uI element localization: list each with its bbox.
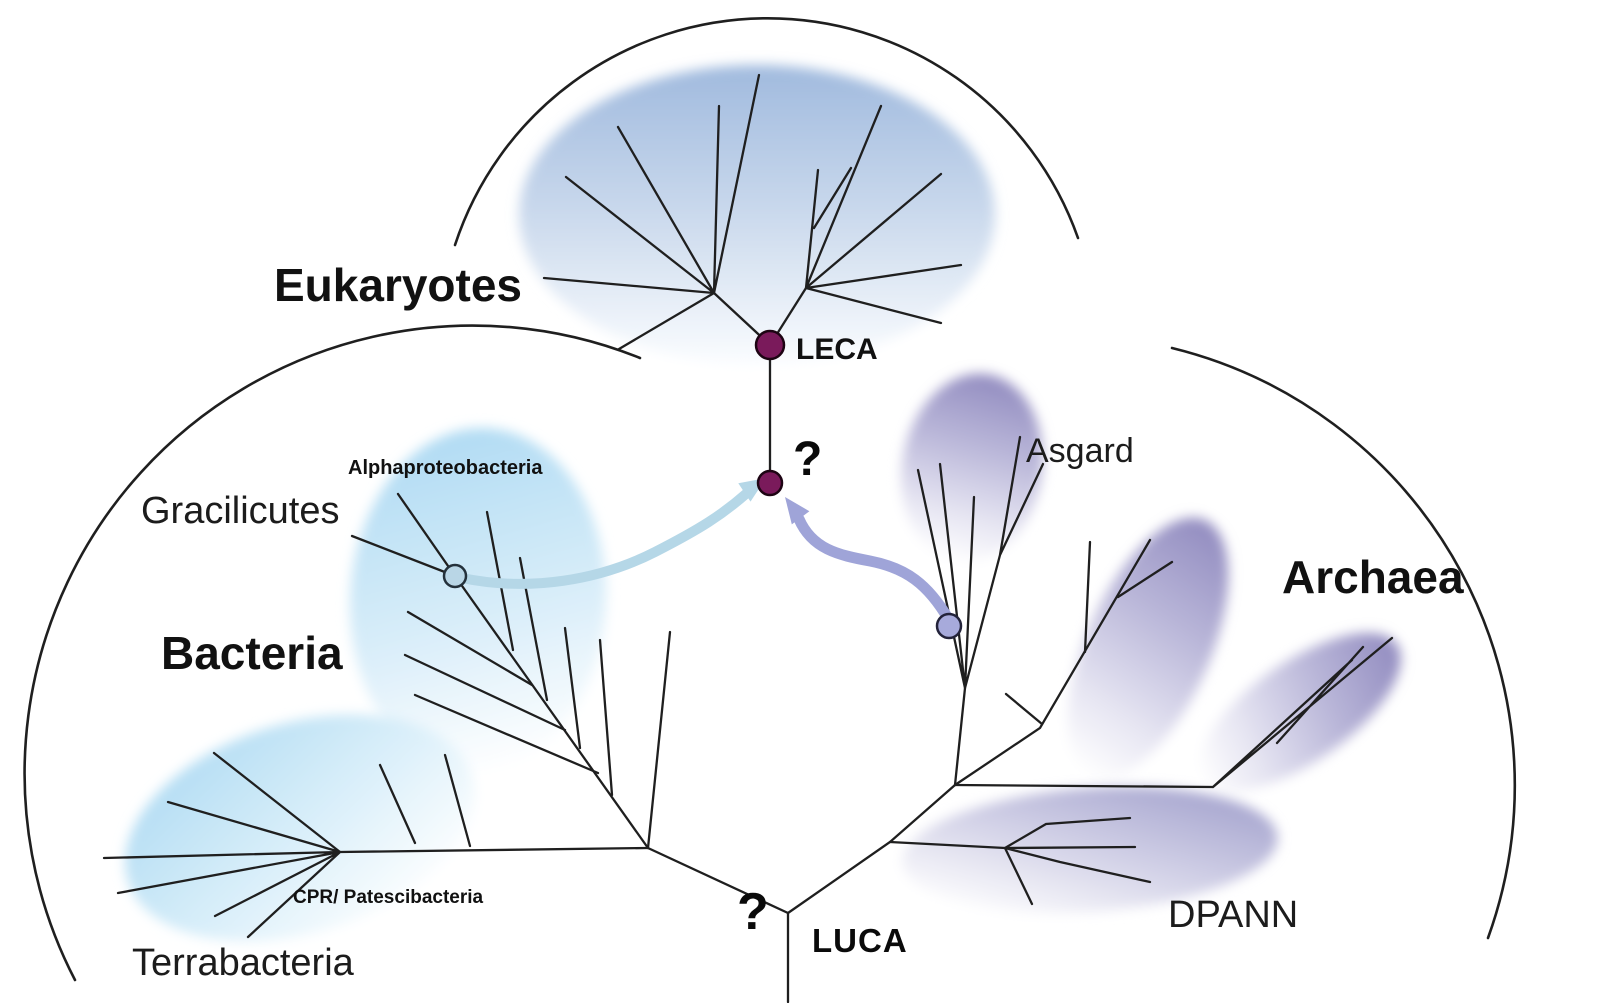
eukaryotes-shade	[519, 65, 995, 365]
asgard-host-arrow	[793, 513, 955, 626]
domain-arcs	[23, 17, 1517, 982]
asgard-label: Asgard	[1026, 432, 1134, 470]
eukaryogenesis-question-mark: ?	[793, 433, 823, 486]
mitochondria-arrow	[457, 488, 752, 589]
asgard-host-arrow-head	[785, 497, 810, 525]
alphaproteobacteria-node	[442, 563, 468, 589]
asgard-node	[935, 612, 963, 640]
terrabacteria-shade	[125, 714, 475, 942]
gracilicutes-label: Gracilicutes	[141, 490, 340, 532]
luca-label: LUCA	[812, 922, 908, 959]
eukaryogenesis-node	[756, 469, 784, 497]
tree-nodes	[442, 329, 963, 640]
clade-shades	[125, 65, 1401, 942]
archaea-arc	[1170, 346, 1517, 940]
dpann-shade	[902, 786, 1278, 914]
bacteria-label: Bacteria	[161, 627, 343, 679]
archaea-label: Archaea	[1282, 551, 1464, 603]
bacteria-subtree	[102, 492, 790, 939]
dpann-label: DPANN	[1168, 894, 1299, 936]
leca-label: LECA	[796, 333, 878, 366]
archaea-subtree	[786, 435, 1394, 915]
leca-node	[754, 329, 786, 361]
alphaproteobacteria-label: Alphaproteobacteria	[348, 457, 543, 479]
eukaryotes-arc	[453, 17, 1080, 247]
archaea-petal-middle-shade	[1067, 517, 1229, 779]
eukaryotes-label: Eukaryotes	[274, 259, 523, 311]
gracilicutes-shade	[349, 428, 607, 772]
bacteria-arc	[23, 324, 642, 982]
root-question-mark: ?	[737, 883, 769, 941]
cpr-patescibacteria-label: CPR/ Patescibacteria	[293, 887, 484, 908]
tree-branches	[102, 73, 1394, 1003]
terrabacteria-label: Terrabacteria	[132, 942, 354, 984]
